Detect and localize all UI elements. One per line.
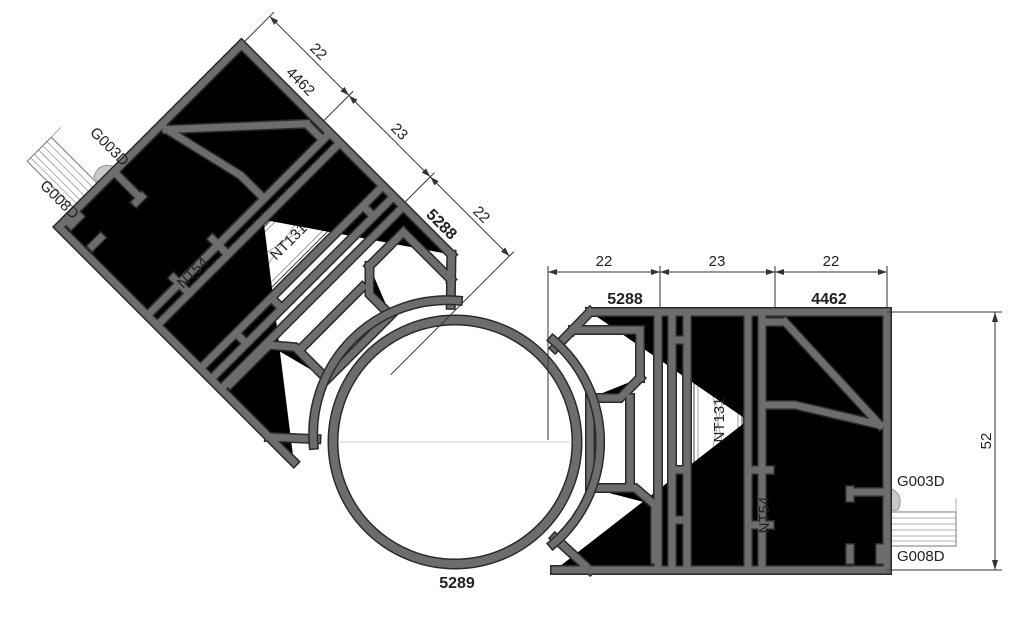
dim-right-1: 22 [596,253,613,270]
label-right-g003d: G003D [897,473,945,490]
label-left-g003d: G003D [86,124,132,170]
dim-left-2: 23 [387,120,411,144]
dim-right-2: 23 [709,253,726,270]
dim-left-1: 22 [306,40,330,64]
label-right-4462: 4462 [811,291,847,308]
height-dimension [887,311,1002,571]
label-tube-5289: 5289 [439,575,475,592]
label-right-nt54: NT54 [756,497,773,534]
label-right-nt131: NT131 [711,397,728,442]
dim-left-3: 22 [469,203,493,227]
label-right-5288: 5288 [607,291,643,308]
label-right-g008d: G008D [897,548,945,565]
label-height-52: 52 [978,433,995,450]
dim-right-3: 22 [823,253,840,270]
round-tube [327,314,583,570]
